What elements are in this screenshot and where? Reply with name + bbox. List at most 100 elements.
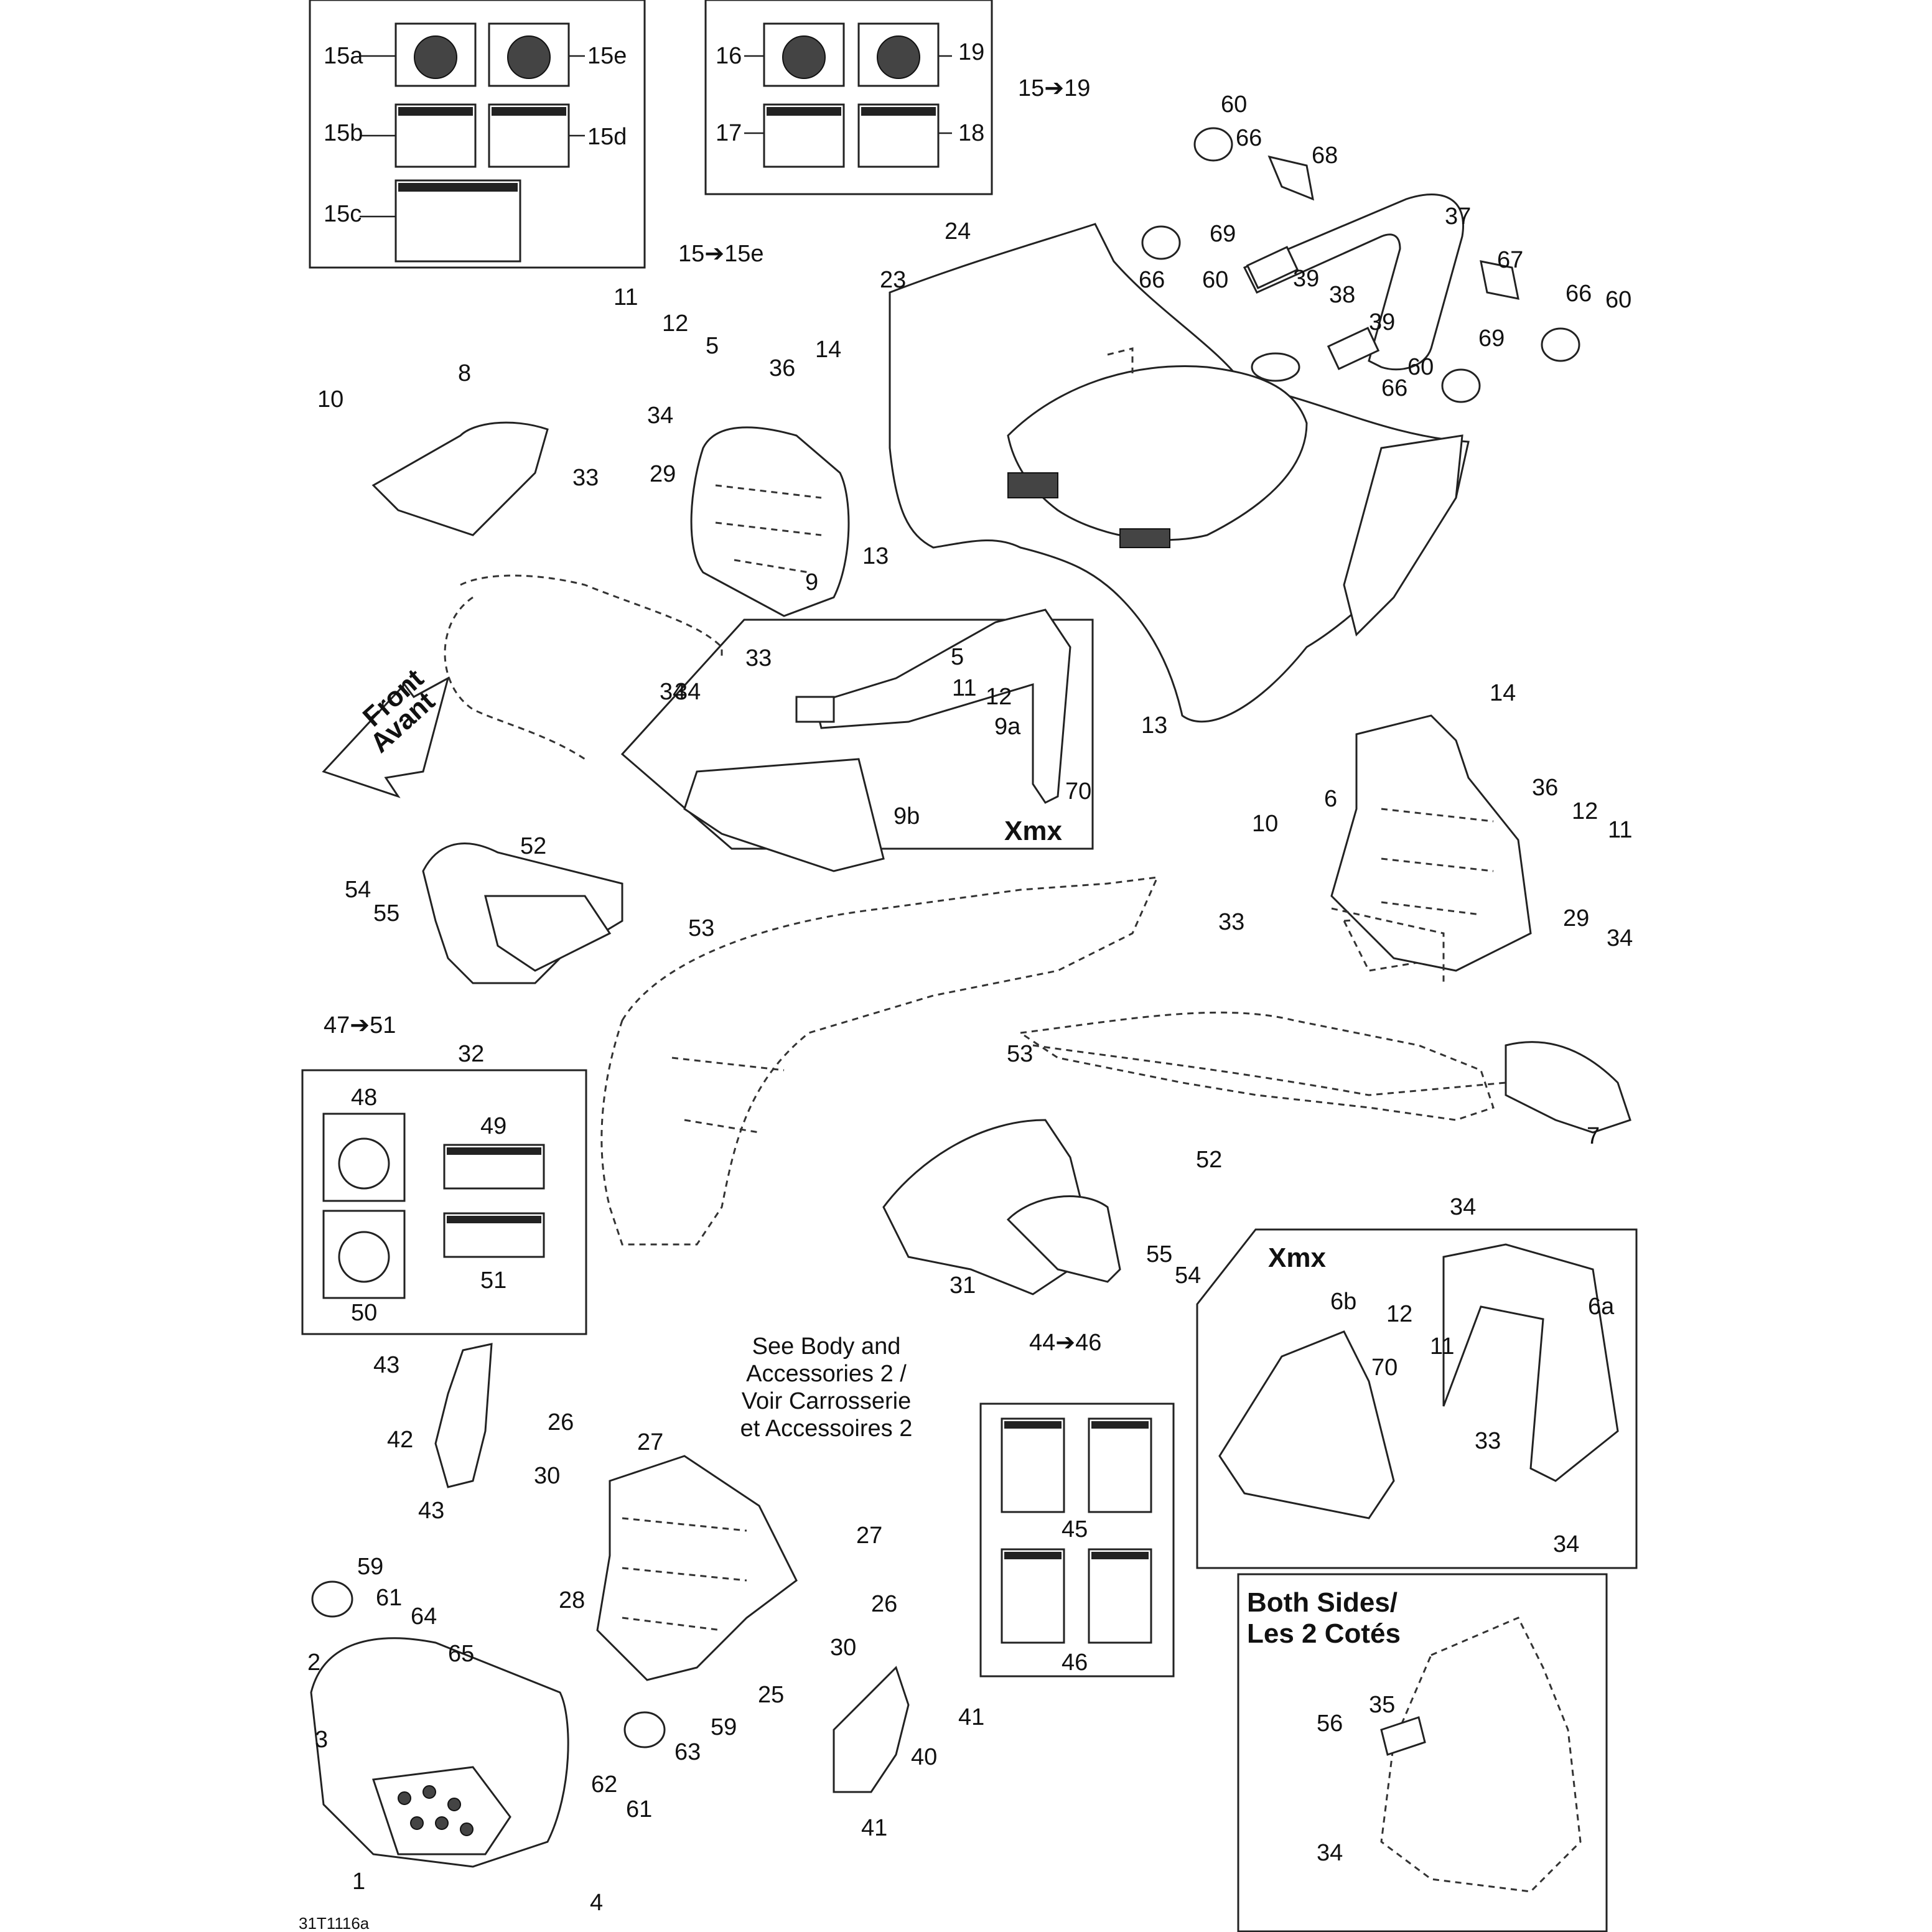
callout: 33 [1218,909,1244,935]
callout: 15d [587,124,627,150]
see-body-line-3: Voir Carrosserie [742,1388,911,1414]
callout: 67 [1497,247,1523,273]
both-sides-line-2: Les 2 Cotés [1247,1618,1401,1649]
xmx-box-bottom [1196,1228,1638,1569]
callout: 15e [587,43,627,69]
callout: 60 [1605,287,1631,313]
callout: 6a [1588,1294,1615,1320]
callout: 60 [1221,91,1247,118]
callout: 11 [1608,817,1632,843]
callout: 33 [745,645,772,671]
callout: 13 [862,543,889,569]
callout: 61 [626,1796,652,1822]
callout: 66 [1566,281,1592,307]
callout: 34 [1607,925,1633,951]
callout: 38 [1329,282,1355,308]
callout: 35 [1369,1692,1395,1718]
xmx-label-bottom: Xmx [1268,1243,1326,1273]
callout: 11 [1430,1333,1454,1360]
front-right-fender [882,1119,1121,1295]
callout: 52 [1196,1147,1222,1173]
callout: 39 [1293,266,1319,292]
callout: 16 [716,43,742,69]
callout: 46 [1062,1650,1088,1676]
callout: 66 [1236,125,1262,151]
callout: 28 [559,1587,585,1613]
callout: 36 [769,355,795,381]
rear-body-panel [889,223,1470,723]
callout: 15➔19 [1018,75,1090,101]
callout: 6b [1330,1289,1356,1315]
callout: 44➔46 [1029,1330,1101,1356]
xmx-label-top: Xmx [1004,816,1062,846]
callout: 9b [894,803,920,829]
right-footrest [1330,714,1532,983]
callout: 2 [307,1650,320,1676]
callout: 59 [711,1714,737,1740]
callout: 70 [1371,1355,1398,1381]
decal-box-16-19 [704,0,993,195]
callout: 34 [660,679,686,705]
callout: 53 [688,915,714,941]
callout: 29 [650,461,676,487]
callout: 66 [1139,267,1165,293]
front-bumper-1 [310,1637,569,1868]
callout: 18 [958,120,984,146]
callout: 53 [1007,1041,1033,1067]
callout: 61 [376,1585,402,1611]
callout: 15c [324,201,362,227]
caps [1141,127,1580,403]
callout: 6 [1324,786,1337,812]
callout: 23 [880,267,906,293]
callout: 31 [950,1272,976,1299]
callout: 45 [1062,1516,1088,1542]
callout: 9 [805,569,818,595]
bumper-caps [311,1580,666,1748]
callout: 9a [994,714,1021,740]
callout: 60 [1202,267,1228,293]
callout: 11 [952,675,976,701]
callout: 19 [958,39,984,65]
callout: 14 [1490,680,1516,706]
callout: 39 [1369,309,1395,335]
callout-labels: 15a 15e 15b 15d 15c 16 19 17 18 15➔19 15… [307,39,1633,1916]
callout: 13 [1141,712,1167,739]
callout: 65 [448,1641,474,1667]
callout: 33 [1475,1428,1501,1454]
callout: 30 [534,1463,560,1489]
callout: 15b [324,120,363,146]
callout: 12 [662,310,688,337]
callout: 60 [1407,354,1434,380]
callout: 41 [958,1704,984,1730]
front-direction-arrow: Front Avant [322,663,450,798]
callout: 4 [590,1890,603,1916]
callout: 33 [572,465,599,491]
callout: 15a [324,43,363,69]
callout: 12 [986,684,1012,710]
see-body-line-4: et Accessoires 2 [740,1416,913,1442]
callout: 43 [373,1352,399,1378]
callout: 43 [418,1498,444,1524]
callout: 59 [357,1554,383,1580]
callout: 37 [1445,203,1471,230]
callout: 14 [815,337,841,363]
both-sides-box [1237,1573,1608,1932]
radiator-grille-25 [596,1455,798,1681]
callout: 69 [1478,325,1505,352]
callout: 24 [945,218,971,245]
see-body-line-2: Accessories 2 / [746,1361,907,1387]
callout: 25 [758,1682,784,1708]
xmx-box-top [620,609,1094,872]
callout: 40 [911,1744,937,1770]
callout: 51 [480,1267,506,1294]
callout: 49 [480,1113,506,1139]
callout: 1 [352,1869,365,1895]
callout: 50 [351,1300,377,1326]
callout: 8 [458,360,471,386]
callout: 34 [1317,1840,1343,1866]
callout: 11 [614,284,638,310]
callout: 41 [861,1815,887,1841]
callout: 55 [1146,1241,1172,1267]
callout: 34 [1553,1531,1579,1557]
